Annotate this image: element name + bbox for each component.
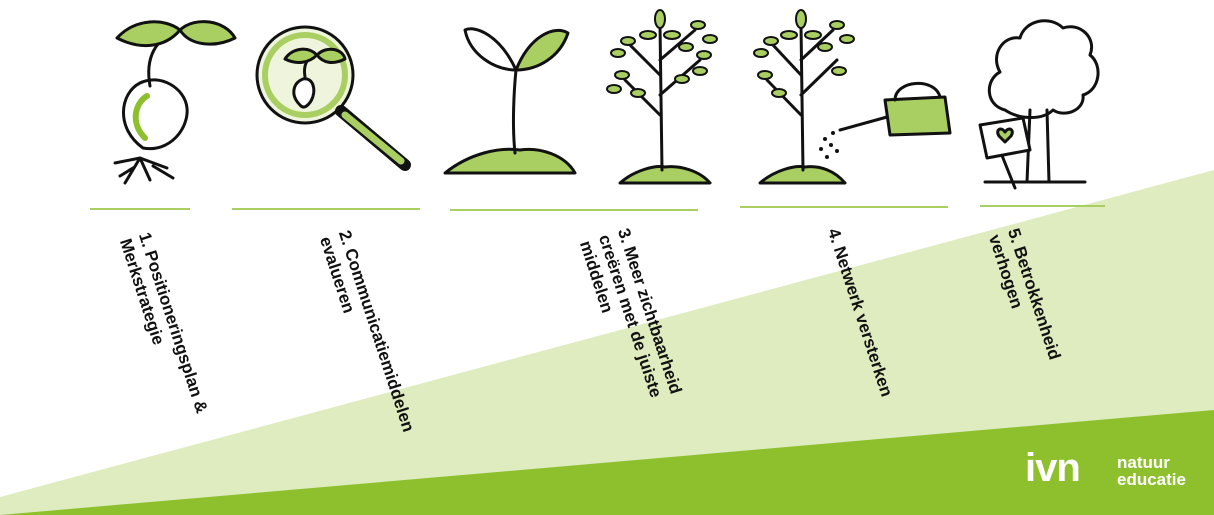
stage-4-underline [740, 206, 948, 208]
stage-6-icon [975, 10, 1105, 190]
stage-5-underline [980, 205, 1105, 207]
stage-5-icon [745, 5, 960, 190]
stage-2-underline [232, 208, 420, 210]
stage-1-icon [95, 8, 245, 188]
dark-green-ramp [0, 410, 1214, 515]
tree-heart-sign-icon [978, 19, 1100, 190]
stage-1-underline [90, 208, 190, 210]
stage-2-icon [245, 15, 425, 185]
logo-line-2: educatie [1117, 470, 1186, 489]
logo-wordmark: natuur educatie [1117, 454, 1186, 488]
seedling-icon [443, 27, 577, 175]
logo-line-1: natuur [1117, 453, 1170, 472]
seed-sprout-icon [113, 20, 237, 185]
light-green-ramp [0, 170, 1214, 515]
tree-watering-can-icon [753, 9, 952, 185]
ivn-logo: ivn natuur educatie [1025, 446, 1205, 500]
magnifier-sprout-icon [255, 25, 411, 171]
stage-4-icon [600, 5, 730, 190]
stage-3-icon [440, 15, 590, 185]
stage-3-underline [450, 209, 698, 211]
logo-mark: ivn [1025, 446, 1081, 490]
young-tree-icon [606, 9, 718, 185]
